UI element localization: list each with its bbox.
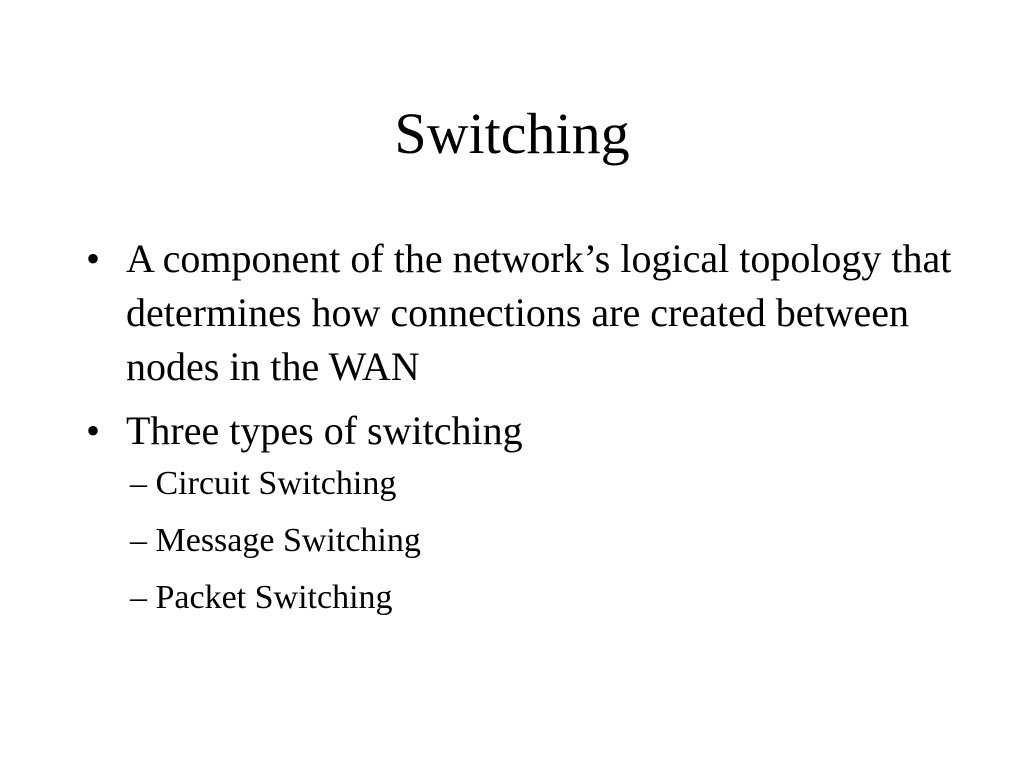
bullet-item-types: • Three types of switching – Circuit Swi…	[86, 404, 966, 620]
bullet-marker: •	[86, 408, 101, 453]
bullet-text: A component of the network’s logical top…	[126, 236, 952, 389]
sub-bullet-list: – Circuit Switching – Message Switching …	[126, 462, 966, 620]
bullet-item-definition: • A component of the network’s logical t…	[86, 232, 966, 394]
sub-bullet-message-switching: – Message Switching	[130, 522, 421, 559]
bullet-list: • A component of the network’s logical t…	[86, 232, 966, 633]
bullet-text: Three types of switching	[126, 408, 523, 453]
slide-title: Switching	[394, 101, 630, 166]
sub-bullet-packet-switching: – Packet Switching	[130, 579, 393, 616]
bullet-marker: •	[86, 236, 101, 281]
sub-bullet-circuit-switching: – Circuit Switching	[130, 465, 397, 502]
